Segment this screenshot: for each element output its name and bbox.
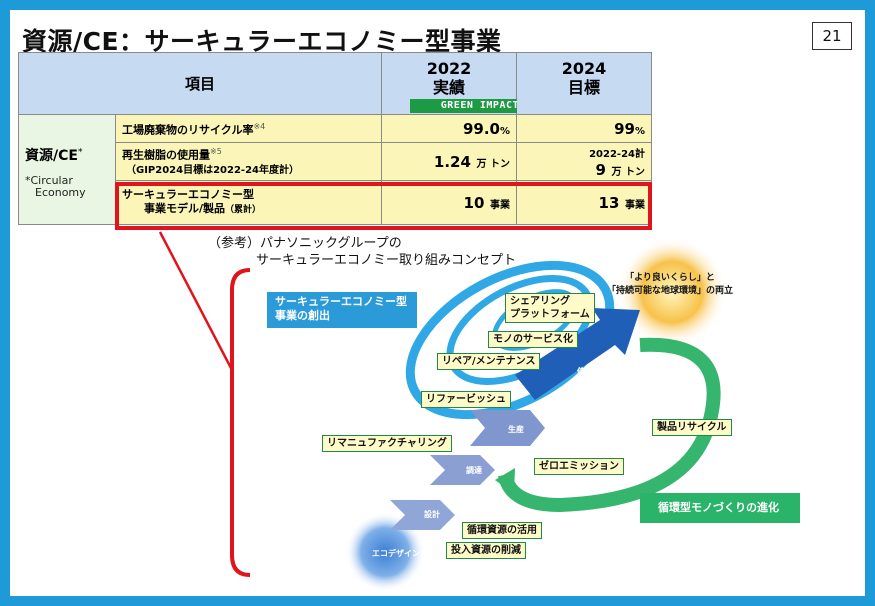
- header-2024-label: 目標: [567, 78, 600, 97]
- label-circular-resource: 循環資源の活用: [462, 522, 542, 539]
- header-2022-year: 2022: [426, 59, 472, 78]
- label-zero-emission: ゼロエミッション: [534, 458, 624, 475]
- row-ce-business-2022: 10 事業: [381, 180, 517, 225]
- green-loop: [498, 337, 721, 513]
- page-number: 21: [812, 22, 852, 50]
- label-sharing-platform: シェアリング プラットフォーム: [505, 293, 595, 323]
- ce-business-banner: サーキュラーエコノミー型 事業の創出: [267, 292, 417, 328]
- label-product-as-service: モノのサービス化: [488, 331, 578, 348]
- step-use-label: 使用: [577, 367, 593, 376]
- circular-manufacturing-banner: 循環型モノづくりの進化: [640, 493, 800, 523]
- sun-caption: 「より良いくらし」と 「持続可能な地球環境」の両立: [606, 273, 733, 296]
- header-2024: 2024 目標: [516, 52, 652, 115]
- step-design-label: 設計: [424, 510, 440, 519]
- highlight-box: [115, 182, 652, 230]
- label-input-reduction: 投入資源の削減: [446, 542, 526, 559]
- row-ce-business-2024: 13 事業: [516, 180, 652, 225]
- eco-design-graphic: [345, 512, 425, 592]
- header-2024-year: 2024: [561, 59, 607, 78]
- category-main: 資源/CE*: [25, 147, 83, 164]
- header-item: 項目: [18, 52, 382, 115]
- step-produce-label: 生産: [508, 425, 524, 434]
- row-resin-2022: 1.24 万 トン: [381, 142, 517, 181]
- step-use: [515, 308, 640, 400]
- sun-graphic: [617, 237, 727, 347]
- label-product-recycle: 製品リサイクル: [652, 419, 732, 436]
- step-procure: [430, 455, 495, 485]
- green-loop-arrowhead: [495, 468, 515, 494]
- header-2022-label: 実績: [432, 78, 465, 97]
- step-produce: [470, 410, 545, 446]
- label-refurbish: リファービッシュ: [421, 391, 511, 408]
- row-recycle-rate-label: 工場廃棄物のリサイクル率※4: [115, 114, 382, 143]
- slide-title: 資源/CE：サーキュラーエコノミー型事業: [22, 27, 502, 56]
- kpi-table: 項目 2022 実績 GREEN IMPACT PLAN 2024 2024 目…: [18, 52, 652, 225]
- row-ce-business-label: サーキュラーエコノミー型事業モデル/製品（累計）: [115, 180, 382, 225]
- label-remanufacturing: リマニュファクチャリング: [322, 435, 452, 452]
- label-repair-maintenance: リペア/メンテナンス: [437, 353, 541, 370]
- reference-title: （参考）パナソニックグループの サーキュラーエコノミー取り組みコンセプト: [208, 236, 517, 268]
- step-design: [390, 500, 455, 530]
- row-recycle-rate-2022: 99.0%: [381, 114, 517, 143]
- step-eco-label: エコデザイン: [372, 549, 420, 558]
- row-resin-label: 再生樹脂の使用量※5（GIP2024目標は2022-24年度計）: [115, 142, 382, 181]
- step-procure-label: 調達: [466, 466, 482, 475]
